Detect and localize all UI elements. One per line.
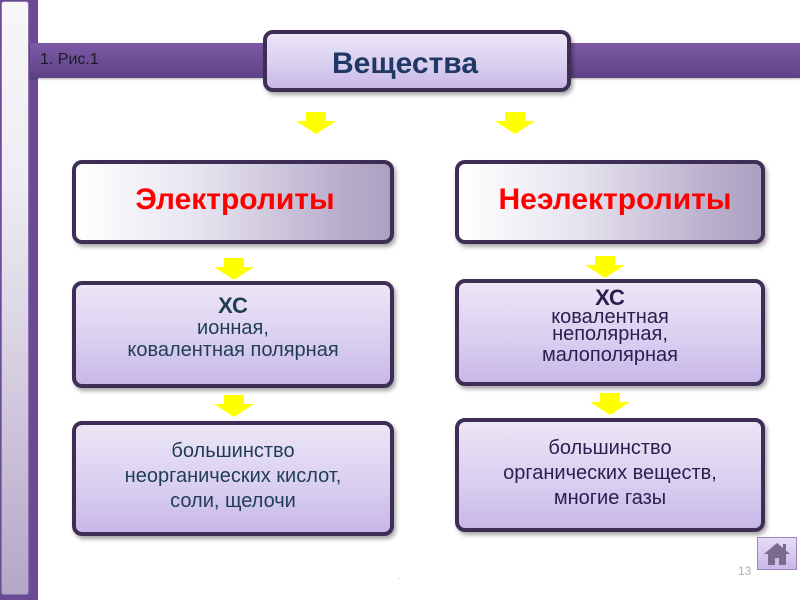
examples-line: неорганических кислот, xyxy=(124,465,342,487)
arrow-down-icon xyxy=(214,258,254,280)
nonelectrolytes-bond-box: ХС ковалентная неполярная, малополярная xyxy=(455,279,765,386)
nonelectrolytes-heading: Неэлектролиты xyxy=(498,183,732,216)
examples-line: большинство xyxy=(171,440,295,462)
bond-line: ковалентная xyxy=(551,306,669,328)
bond-line: ковалентная полярная xyxy=(127,339,339,361)
bond-line: малополярная xyxy=(541,344,679,366)
electrolytes-bond-box: ХС ионная, ковалентная полярная xyxy=(72,281,394,388)
electrolytes-heading: Электролиты xyxy=(135,183,335,216)
footer-mark: · xyxy=(398,574,401,583)
left-frame xyxy=(0,0,38,600)
arrow-down-icon xyxy=(495,112,535,134)
home-icon xyxy=(764,542,790,565)
left-panel xyxy=(1,1,29,595)
bond-title: ХС xyxy=(595,285,625,310)
root-label: Вещества xyxy=(331,47,479,80)
examples-line: многие газы xyxy=(553,487,667,509)
examples-line: соли, щелочи xyxy=(170,490,296,512)
bond-title: ХС xyxy=(218,293,248,318)
examples-line: органических веществ, xyxy=(503,462,717,484)
root-box xyxy=(263,30,571,92)
arrow-down-icon xyxy=(585,256,625,278)
arrow-down-icon xyxy=(296,112,336,134)
arrow-down-icon xyxy=(590,393,630,415)
examples-line: большинство xyxy=(548,437,672,459)
arrow-down-icon xyxy=(214,395,254,417)
electrolytes-box xyxy=(72,160,394,244)
bond-line: неполярная, xyxy=(552,323,668,345)
nonelectrolytes-box xyxy=(455,160,765,244)
bond-line: ионная, xyxy=(197,317,269,339)
electrolytes-examples-box: большинство неорганических кислот, соли,… xyxy=(72,421,394,536)
home-button[interactable] xyxy=(757,537,797,570)
page-number: 13 xyxy=(738,564,752,578)
nonelectrolytes-examples-box: большинство органических веществ, многие… xyxy=(455,418,765,532)
slide-caption: 1. Рис.1 xyxy=(40,51,99,68)
